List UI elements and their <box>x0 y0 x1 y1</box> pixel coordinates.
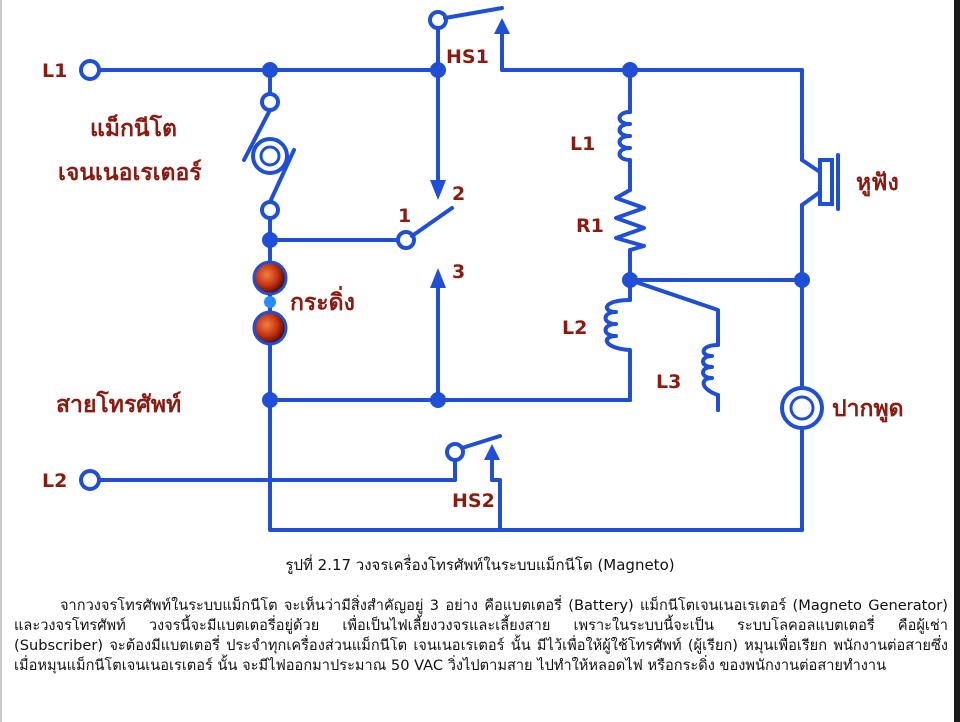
body-paragraph: จากวงจรโทรศัพท์ในระบบแม็กนีโต จะเห็นว่าม… <box>14 597 948 674</box>
coil-l3-label: L3 <box>656 371 681 393</box>
hs1-label: HS1 <box>446 46 489 68</box>
coil-l1-icon <box>617 110 632 167</box>
left-border <box>0 0 2 722</box>
phone-line-label: สายโทรศัพท์ <box>56 390 181 418</box>
microphone-icon <box>780 386 824 430</box>
l3-to-phone-line <box>628 396 720 402</box>
switch-position-3: 3 <box>452 261 465 283</box>
l1-terminal-label: L1 <box>42 60 67 82</box>
transmitter-label: ปากพูด <box>832 396 904 423</box>
coil-l2-icon <box>603 298 632 357</box>
receiver-label: หูฟัง <box>856 170 899 197</box>
bell-icon <box>252 260 288 346</box>
magneto-generator-icon <box>242 92 296 220</box>
junction-dots <box>262 62 810 408</box>
figure-caption: รูปที่ 2.17 วงจรเครื่องโทรศัพท์ในระบบแม็… <box>285 556 675 574</box>
coil-l2-label: L2 <box>562 317 587 339</box>
l2-terminal-icon <box>79 469 101 491</box>
right-border <box>954 0 960 722</box>
resistor-r1-icon <box>614 188 646 252</box>
l1-terminal-icon <box>79 59 101 81</box>
magneto-label-line2: เจนเนอเรเตอร์ <box>58 159 202 186</box>
hs2-label: HS2 <box>452 490 495 512</box>
bell-label: กระดิ่ง <box>290 285 355 316</box>
resistor-r1-label: R1 <box>576 215 604 237</box>
hs1-hook-switch <box>428 6 510 62</box>
coil-l3-icon <box>701 343 720 412</box>
hs2-hook-switch <box>445 434 502 462</box>
magneto-label-line1: แม็กนีโต <box>90 113 177 142</box>
switch-position-2: 2 <box>452 183 465 205</box>
switch-position-1: 1 <box>398 205 411 227</box>
selector-switch <box>396 180 454 288</box>
coil-l1-label: L1 <box>570 133 595 155</box>
l2-terminal-label: L2 <box>42 470 67 492</box>
earpiece-icon <box>800 153 840 211</box>
